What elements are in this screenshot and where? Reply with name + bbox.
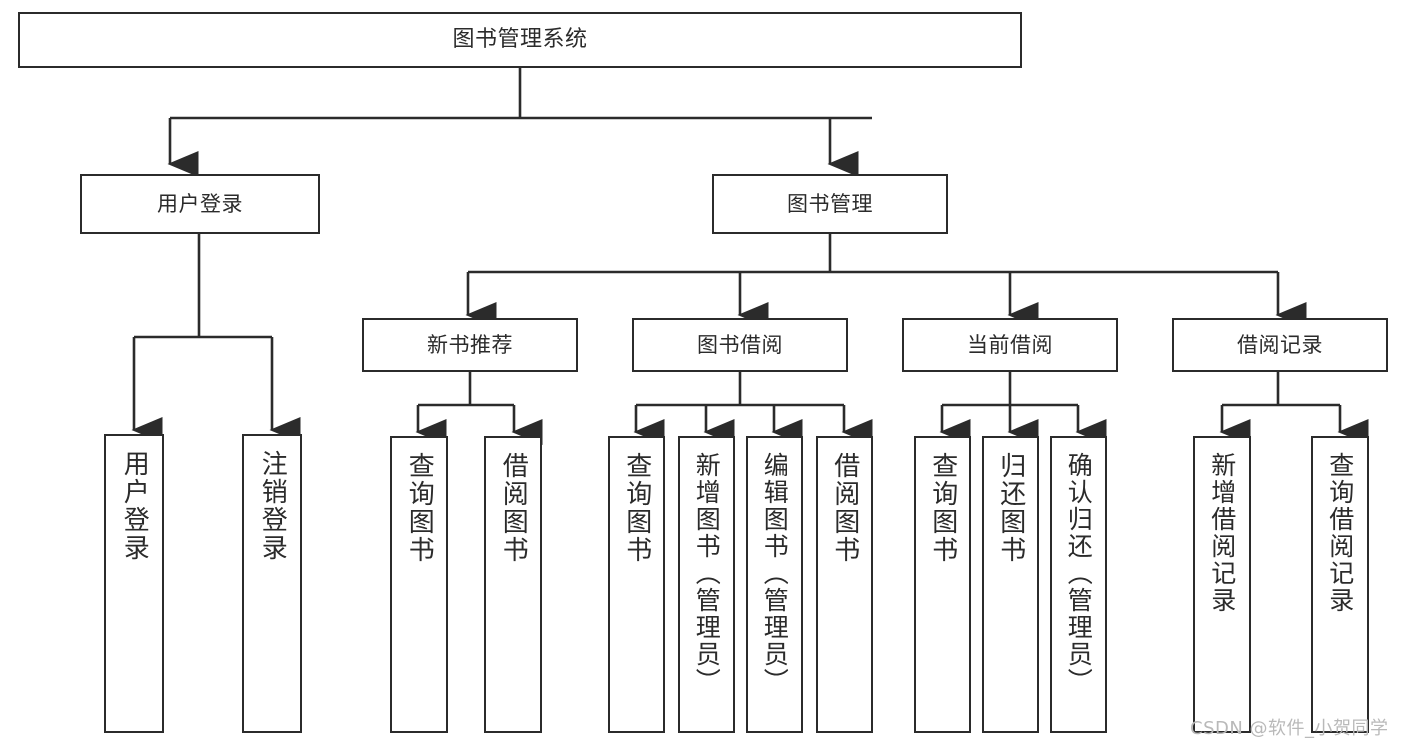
leaf-new-book-1[interactable]: 查询图书 — [390, 436, 448, 733]
watermark: CSDN @软件_小贺同学 — [1190, 718, 1389, 739]
leaf-new-book-2[interactable]: 借阅图书 — [484, 436, 542, 733]
leaf-book-borrow-1-label: 查询图书 — [621, 452, 652, 564]
node-book-management[interactable]: 图书管理 — [712, 174, 948, 234]
leaf-book-borrow-1[interactable]: 查询图书 — [608, 436, 665, 733]
leaf-book-borrow-3[interactable]: 编辑图书（管理员） — [746, 436, 803, 733]
leaf-new-book-2-label: 借阅图书 — [498, 452, 529, 564]
leaf-user-login-2-label: 注销登录 — [257, 450, 288, 562]
leaf-borrow-record-2-label: 查询借阅记录 — [1325, 452, 1355, 614]
node-user-login[interactable]: 用户登录 — [80, 174, 320, 234]
leaf-borrow-record-1[interactable]: 新增借阅记录 — [1193, 436, 1251, 733]
node-book-borrow[interactable]: 图书借阅 — [632, 318, 848, 372]
leaf-current-borrow-3[interactable]: 确认归还（管理员） — [1050, 436, 1107, 733]
leaf-book-borrow-3-label: 编辑图书（管理员） — [760, 452, 790, 695]
leaf-user-login-1-label: 用户登录 — [119, 450, 150, 562]
node-new-book-recommend-label: 新书推荐 — [427, 332, 513, 357]
leaf-borrow-record-2[interactable]: 查询借阅记录 — [1311, 436, 1369, 733]
leaf-current-borrow-1-label: 查询图书 — [927, 452, 958, 564]
leaf-current-borrow-2-label: 归还图书 — [995, 452, 1026, 564]
leaf-user-login-1[interactable]: 用户登录 — [104, 434, 164, 733]
leaf-borrow-record-1-label: 新增借阅记录 — [1207, 452, 1237, 614]
leaf-user-login-2[interactable]: 注销登录 — [242, 434, 302, 733]
node-user-login-label: 用户登录 — [157, 191, 243, 216]
leaf-current-borrow-2[interactable]: 归还图书 — [982, 436, 1039, 733]
leaf-book-borrow-4-label: 借阅图书 — [829, 452, 860, 564]
leaf-current-borrow-1[interactable]: 查询图书 — [914, 436, 971, 733]
leaf-book-borrow-4[interactable]: 借阅图书 — [816, 436, 873, 733]
node-root-label: 图书管理系统 — [452, 27, 588, 53]
leaf-book-borrow-2[interactable]: 新增图书（管理员） — [678, 436, 735, 733]
node-borrow-record[interactable]: 借阅记录 — [1172, 318, 1388, 372]
leaf-current-borrow-3-label: 确认归还（管理员） — [1064, 452, 1094, 695]
leaf-book-borrow-2-label: 新增图书（管理员） — [692, 452, 722, 695]
node-book-management-label: 图书管理 — [787, 191, 873, 216]
node-borrow-record-label: 借阅记录 — [1237, 332, 1323, 357]
node-book-borrow-label: 图书借阅 — [697, 332, 783, 357]
leaf-new-book-1-label: 查询图书 — [404, 452, 435, 564]
node-new-book-recommend[interactable]: 新书推荐 — [362, 318, 578, 372]
node-root[interactable]: 图书管理系统 — [18, 12, 1022, 68]
node-current-borrow[interactable]: 当前借阅 — [902, 318, 1118, 372]
node-current-borrow-label: 当前借阅 — [967, 332, 1053, 357]
